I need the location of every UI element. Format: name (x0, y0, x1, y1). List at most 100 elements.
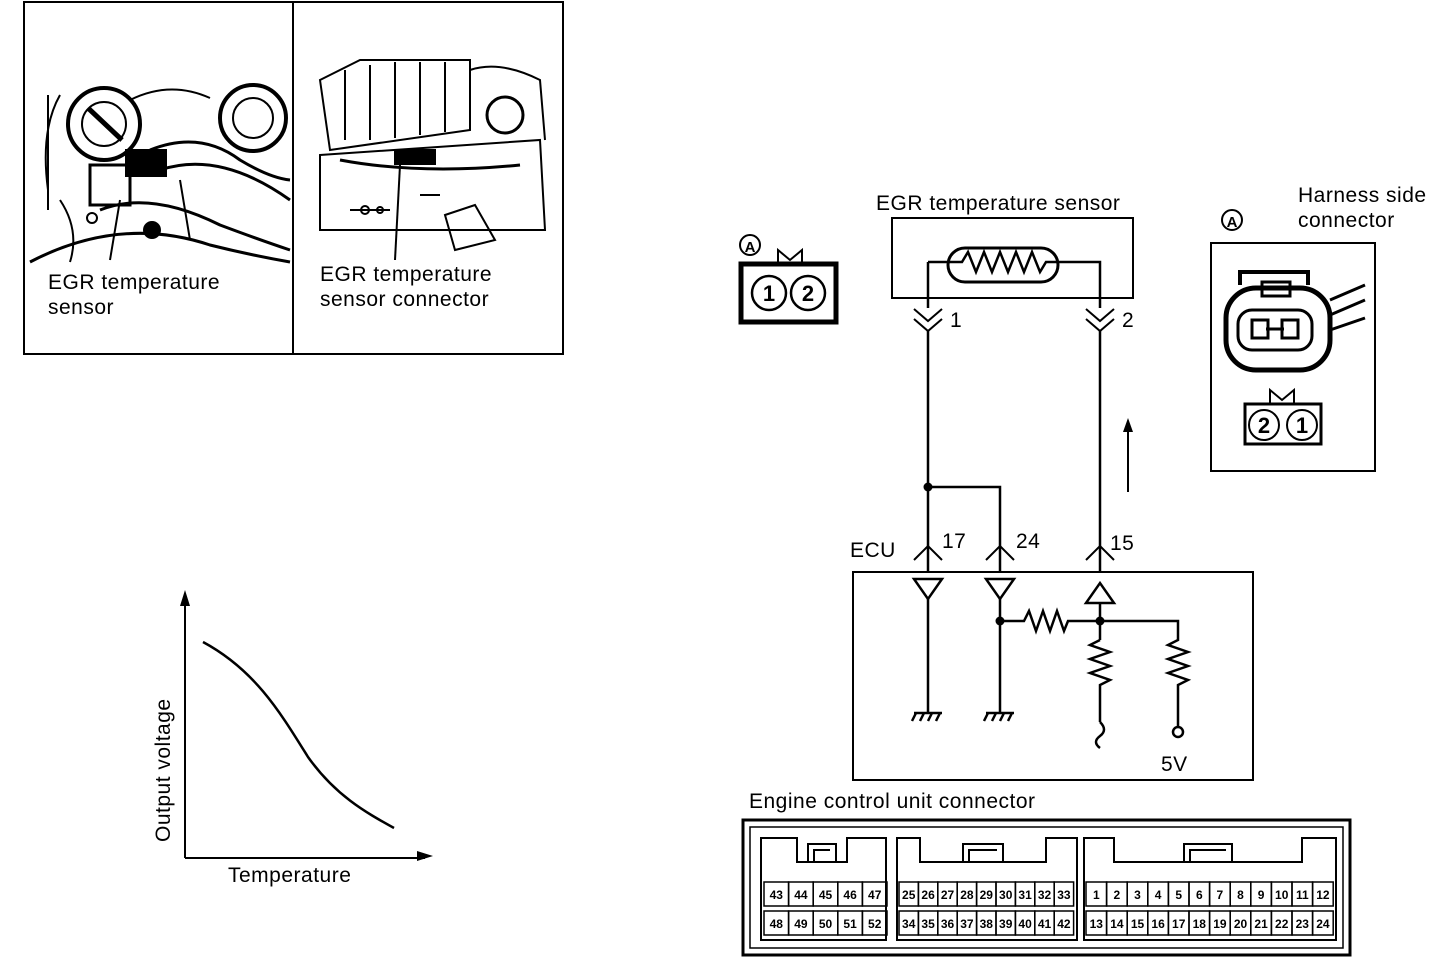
connector-a-marker: A (745, 239, 756, 256)
ecu-pin-number: 9 (1258, 888, 1265, 902)
ecu-connector-outer (741, 818, 1352, 957)
ecu-pin-cell (1053, 910, 1075, 936)
ecu-pin-17-label: 17 (942, 530, 966, 553)
egr-connector-photo (318, 59, 547, 261)
graph-curve (202, 640, 395, 830)
ecu-connector-title: Engine control unit connector (749, 790, 1036, 813)
ecu-pin-15-label: 15 (1110, 532, 1134, 555)
connector-latch-icon (777, 247, 803, 264)
ecu-connector-key-1-icon (807, 843, 837, 862)
ecu-pin-number: 27 (941, 888, 955, 902)
signal-direction-arrow-icon (1123, 418, 1133, 432)
egr-sensor-photo (29, 83, 291, 264)
ecu-pin-number: 24 (1316, 917, 1330, 931)
thermistor-icon (946, 246, 1060, 284)
harness-pin-1: 1 (1296, 413, 1308, 438)
ecu-pin-number: 20 (1234, 917, 1248, 931)
ecu-pin-number: 42 (1057, 917, 1071, 931)
ground-icon-24 (982, 711, 1014, 722)
photo-panels: EGR temperature sensor EGR temperature s… (23, 1, 564, 355)
ecu-pin-number: 13 (1090, 917, 1104, 931)
connector-a: A 1 2 (738, 234, 839, 325)
y-axis-arrow-icon (180, 590, 190, 606)
connector-a-pin-1: 1 (763, 281, 775, 306)
ecu-pin-number: 43 (770, 888, 784, 902)
ecu-pin-number: 2 (1114, 888, 1121, 902)
ecu-pin-number: 38 (980, 917, 994, 931)
ecu-pin-number: 52 (868, 917, 882, 931)
ecu-pin-number: 35 (921, 917, 935, 931)
ecu-pin-number: 7 (1217, 888, 1224, 902)
ecu-pin-number: 50 (819, 917, 833, 931)
ecu-pin-number: 30 (999, 888, 1013, 902)
ecu-pin-number: 15 (1131, 917, 1145, 931)
egr-sensor-caption-line2: sensor (48, 296, 114, 319)
harness-side-connector: A Harness side connector 2 1 (1210, 184, 1426, 472)
ecu-pin-number: 33 (1057, 888, 1071, 902)
ecu-pin-number: 25 (902, 888, 916, 902)
thermistor-resistor (928, 248, 1102, 308)
ecu-pin-number: 14 (1110, 917, 1124, 931)
x-axis-arrow-icon (417, 851, 433, 861)
ecu-pin-number: 51 (843, 917, 857, 931)
ecu-pin-cell (1311, 910, 1334, 936)
ecu-pin-cell (1053, 881, 1075, 907)
ecu-pin-number: 22 (1275, 917, 1289, 931)
ecu-pin-number: 17 (1172, 917, 1186, 931)
ecu-pin-number: 23 (1296, 917, 1310, 931)
ecu-label: ECU (850, 539, 896, 562)
ecu-pin-number: 48 (770, 917, 784, 931)
circuit-schematic: EGR temperature sensor 1 2 ECU 17 24 15 (850, 192, 1254, 781)
harness-title-line2: connector (1298, 209, 1395, 232)
ecu-pin-number: 29 (980, 888, 994, 902)
ecu-pin-number: 3 (1134, 888, 1141, 902)
harness-plug-icon (1223, 270, 1366, 373)
ecu-input-17-icon (911, 577, 945, 602)
ecu-pin-number: 45 (819, 888, 833, 902)
ground-icon-17 (910, 711, 942, 722)
sensor-pin-1-label: 1 (950, 309, 962, 332)
ecu-box (852, 571, 1254, 781)
ecu-pin-number: 19 (1213, 917, 1227, 931)
pull-up-resistor (1100, 619, 1192, 726)
ecu-pin-number: 49 (794, 917, 808, 931)
ecu-pin-number: 46 (843, 888, 857, 902)
ecu-pin-number: 21 (1254, 917, 1268, 931)
supply-terminal-icon (1171, 725, 1185, 739)
ecu-pin-number: 31 (1018, 888, 1032, 902)
ecu-pin-number: 8 (1237, 888, 1244, 902)
egr-connector-caption-line2: sensor connector (320, 288, 489, 311)
ecu-pin-number: 16 (1151, 917, 1165, 931)
graph-y-label: Output voltage (152, 698, 175, 842)
ecu-pin-cell (861, 881, 888, 907)
ecu-group-3-bottom-row: 13 14 15 16 17 18 19 20 21 22 23 24 (1085, 910, 1334, 936)
ecu-output-15-icon (1083, 580, 1117, 605)
ecu-pin-number: 41 (1038, 917, 1052, 931)
egr-sensor-caption-line1: EGR temperature (48, 271, 220, 294)
ecu-pin-number: 6 (1196, 888, 1203, 902)
pull-down-resistor (1086, 638, 1114, 722)
egr-connector-caption-line1: EGR temperature (320, 263, 492, 286)
break-symbol-icon (1094, 721, 1106, 749)
sensor-housing (891, 217, 1134, 299)
ecu-pin-number: 10 (1275, 888, 1289, 902)
harness-pin-2: 2 (1258, 413, 1270, 438)
ecu-pin-number: 11 (1296, 888, 1309, 902)
sensor-title: EGR temperature sensor (876, 192, 1120, 215)
supply-label: 5V (1161, 753, 1188, 776)
sensor-pin-2-connector-icon (1085, 308, 1115, 333)
ecu-pin-number: 37 (960, 917, 974, 931)
sensor-pin-2-label: 2 (1122, 309, 1134, 332)
ecu-pin-number: 18 (1193, 917, 1207, 931)
harness-marker: A (1227, 214, 1238, 231)
ecu-pin-24-label: 24 (1016, 530, 1040, 553)
ecu-pin-number: 12 (1316, 888, 1330, 902)
ecu-pin-number: 36 (941, 917, 955, 931)
ecu-connector-key-2-icon (962, 843, 1004, 862)
